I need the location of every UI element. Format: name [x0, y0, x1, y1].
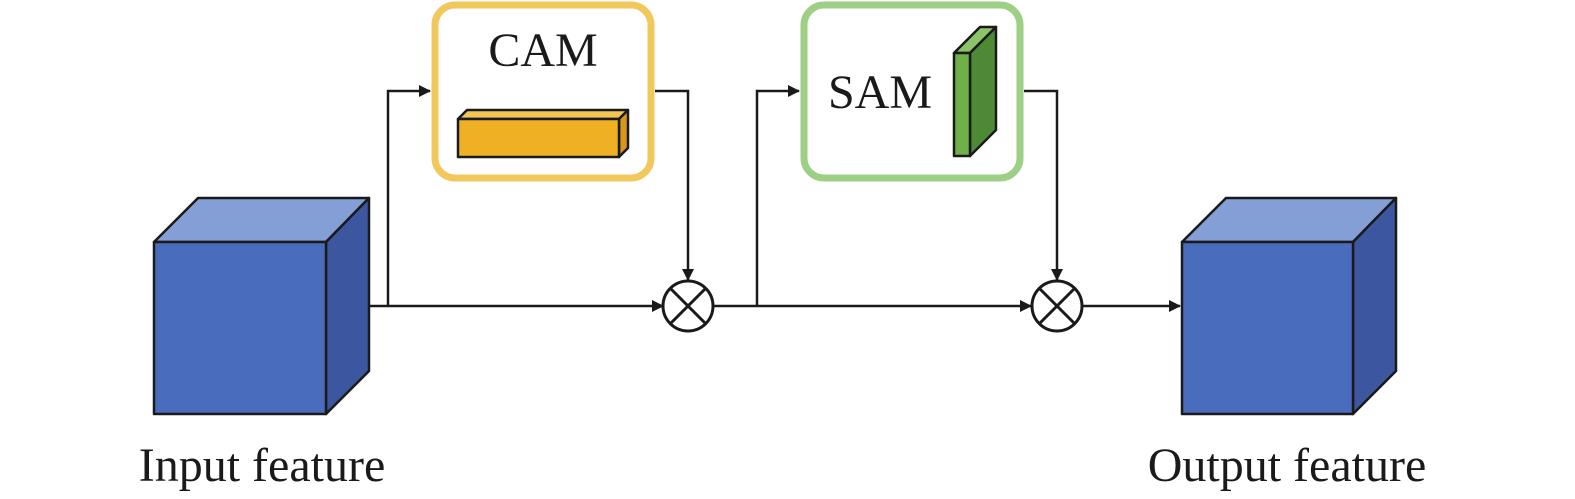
cam-to-multiplier	[655, 89, 694, 281]
multiplier-1	[661, 279, 715, 333]
cam-bar-side	[617, 108, 630, 159]
multiplier-2	[1030, 279, 1084, 333]
output-cube-front	[1180, 240, 1355, 416]
input-cube-front	[152, 240, 328, 416]
cam-module: CAM	[431, 1, 655, 182]
cam-bar-top	[456, 108, 630, 121]
connections	[369, 85, 1181, 312]
sam-bar	[952, 25, 998, 158]
branch-to-cam	[386, 85, 431, 306]
branch-to-sam	[755, 85, 800, 306]
sam-to-multiplier	[1024, 89, 1063, 281]
sam-bar-front	[952, 51, 972, 158]
sam-module: SAM	[800, 1, 1024, 182]
output-feature-label: Output feature	[1148, 439, 1427, 492]
cam-bar-front	[456, 117, 621, 159]
input-feature-label: Input feature	[139, 439, 386, 492]
cam-bar	[456, 108, 630, 159]
input-feature-cube	[152, 196, 371, 416]
output-feature-cube	[1180, 196, 1398, 416]
cam-label: CAM	[488, 24, 597, 77]
sam-label: SAM	[828, 66, 932, 119]
